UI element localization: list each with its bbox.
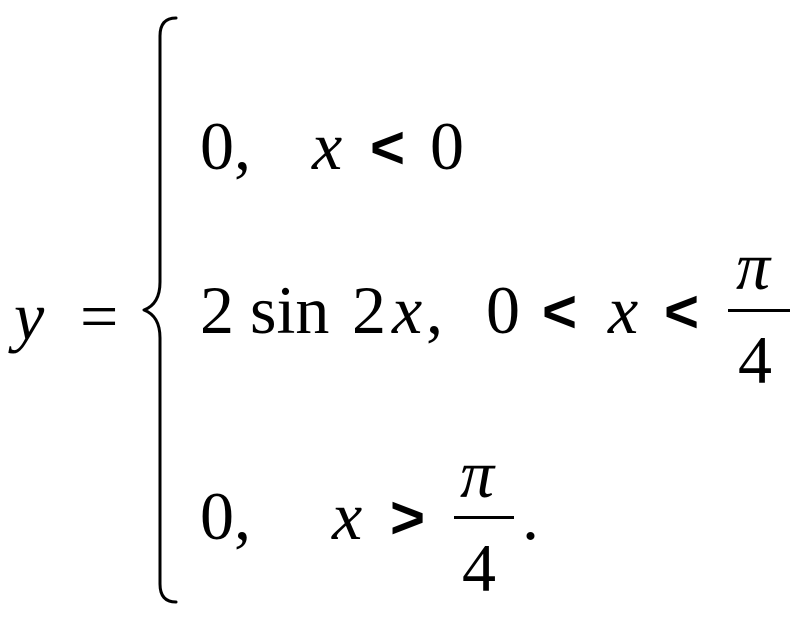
case1-value: 0,: [200, 108, 251, 184]
case3-greater-than: >: [390, 484, 426, 551]
case2-variable-x: x: [608, 272, 639, 348]
case3-fraction-denominator: 4: [462, 530, 496, 606]
lhs-variable-y: y: [14, 278, 45, 354]
case3-value: 0,: [200, 478, 251, 554]
equals-sign: =: [80, 278, 119, 354]
case2-fraction-bar: [728, 309, 790, 312]
case3-fraction-bar: [454, 516, 514, 519]
case1-bound: 0: [430, 108, 464, 184]
case1-variable-x: x: [312, 108, 343, 184]
case2-lower-bound: 0: [486, 272, 520, 348]
case2-less-than-left: <: [542, 278, 578, 345]
case2-argument-number: 2: [352, 272, 386, 348]
case3-period: .: [522, 478, 539, 554]
case2-comma: ,: [426, 272, 443, 348]
case2-coefficient: 2: [200, 272, 234, 348]
case2-argument-x: x: [392, 272, 423, 348]
case2-function-sin: sin: [250, 272, 330, 348]
case3-fraction-numerator-pi: π: [460, 436, 495, 512]
case1-less-than: <: [370, 114, 406, 181]
case2-fraction-denominator: 4: [738, 322, 772, 398]
left-curly-brace: [142, 16, 178, 604]
case2-less-than-right: <: [664, 278, 700, 345]
case2-fraction-numerator-pi: π: [736, 228, 771, 304]
case3-variable-x: x: [332, 478, 363, 554]
